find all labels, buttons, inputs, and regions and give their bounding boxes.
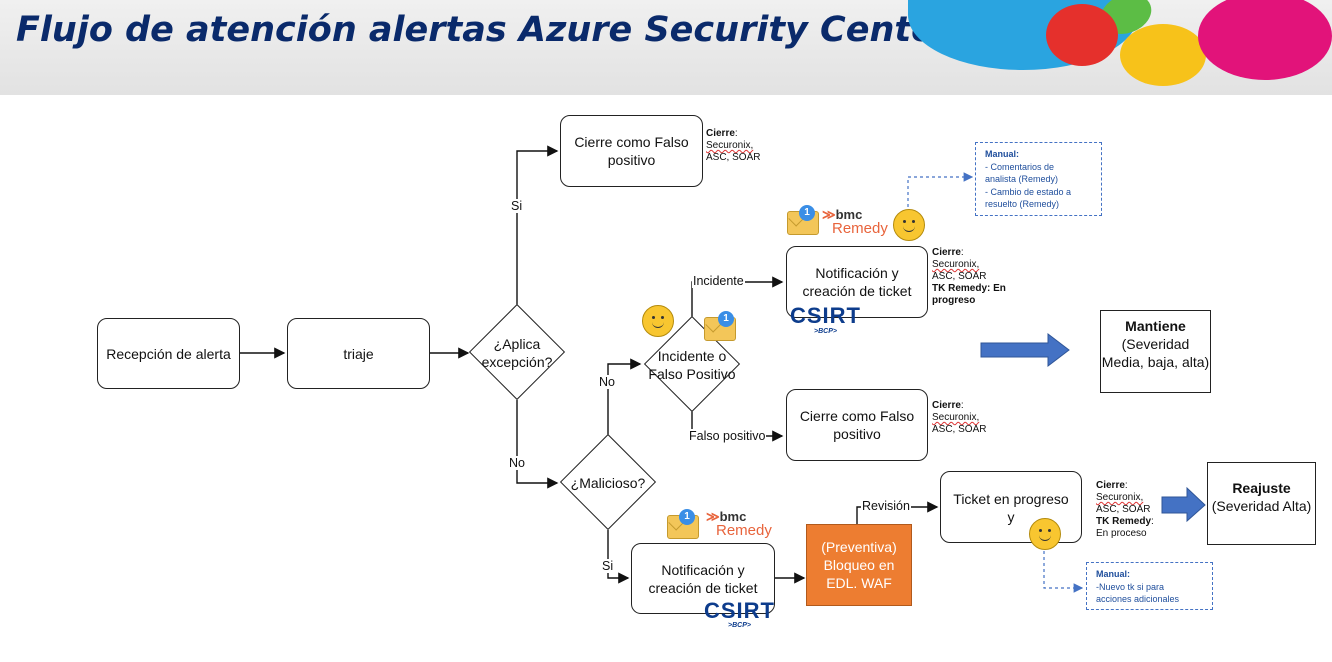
decor-blob-yellow bbox=[1120, 24, 1206, 86]
recepcion-alerta-box: Recepción de alerta bbox=[97, 318, 240, 389]
notification-badge-mid: 1 bbox=[718, 311, 734, 327]
reajuste-box: Reajuste (Severidad Alta) bbox=[1207, 462, 1316, 545]
decor-blob-magenta bbox=[1198, 0, 1332, 80]
note-cierre-top: Cierre: Securonix, ASC, SOAR bbox=[706, 128, 761, 163]
edge-label-no-mid: No bbox=[598, 375, 616, 389]
notification-badge-bottom: 1 bbox=[679, 509, 695, 525]
bmc-remedy-logo-bottom: ≫bmc Remedy bbox=[706, 509, 772, 539]
smiley-icon-bottom bbox=[1029, 518, 1061, 550]
malicioso-label: ¿Malicioso? bbox=[570, 475, 646, 491]
edge-label-si-top: Si bbox=[510, 199, 524, 213]
edge-label-falso-positivo: Falso positivo bbox=[688, 429, 767, 443]
notificacion-ticket-top-box: Notificación y creación de ticket bbox=[786, 246, 928, 318]
mantiene-box: Mantiene (Severidad Media, baja, alta) bbox=[1100, 310, 1211, 393]
note-cierre-ticket: Cierre: Securonix, ASC, SOAR TK Remedy: … bbox=[932, 247, 1006, 306]
edge-label-incidente: Incidente bbox=[692, 274, 745, 288]
header-banner: Flujo de atención alertas Azure Security… bbox=[0, 0, 1332, 95]
manual-note-bottom: Manual: -Nuevo tk si para acciones adici… bbox=[1086, 562, 1213, 610]
incidente-falso-positivo-label: Incidente o Falso Positivo bbox=[648, 348, 736, 382]
triaje-box: triaje bbox=[287, 318, 430, 389]
csirt-sub-top: >BCP> bbox=[814, 328, 837, 335]
edge-label-no-low: No bbox=[508, 456, 526, 470]
edge-label-revision: Revisión bbox=[861, 499, 911, 513]
csirt-logo-bottom: CSIRT bbox=[704, 598, 775, 623]
csirt-sub-bottom: >BCP> bbox=[728, 622, 751, 629]
csirt-logo-top: CSIRT bbox=[790, 303, 861, 328]
preventiva-bloqueo-box: (Preventiva) Bloqueo en EDL. WAF bbox=[806, 524, 912, 606]
manual-note-top: Manual: - Comentarios de analista (Remed… bbox=[975, 142, 1102, 216]
notification-badge-top: 1 bbox=[799, 205, 815, 221]
note-cierre-bottom: Cierre: Securonix, ASC, SOAR TK Remedy: … bbox=[1096, 480, 1154, 539]
cierre-falso-positivo-top-box: Cierre como Falso positivo bbox=[560, 115, 703, 187]
aplica-excepcion-label: ¿Aplica excepción? bbox=[481, 336, 553, 370]
notificacion-ticket-bottom-box: Notificación y creación de ticket bbox=[631, 543, 775, 614]
edge-label-si-bottom: Si bbox=[601, 559, 615, 573]
smiley-icon-mid bbox=[642, 305, 674, 337]
cierre-falso-positivo-mid-box: Cierre como Falso positivo bbox=[786, 389, 928, 461]
smiley-icon-top bbox=[893, 209, 925, 241]
note-cierre-mid: Cierre: Securonix, ASC, SOAR bbox=[932, 400, 987, 435]
page-title: Flujo de atención alertas Azure Security… bbox=[16, 10, 953, 50]
decor-blob-red bbox=[1046, 4, 1118, 66]
bmc-remedy-logo-top: ≫bmc Remedy bbox=[822, 207, 888, 237]
ticket-en-progreso-label: Ticket en progreso y bbox=[953, 491, 1069, 525]
